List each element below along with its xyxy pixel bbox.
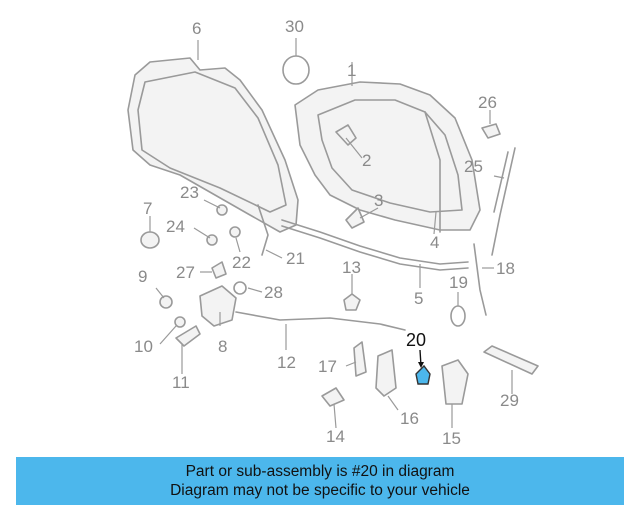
label-1: 1 xyxy=(347,61,356,80)
label-19: 19 xyxy=(449,273,468,292)
part-25-strut xyxy=(491,147,516,256)
part-20-highlighted xyxy=(415,364,431,385)
part-6-insulator xyxy=(127,57,299,233)
part-21-rod xyxy=(257,204,269,256)
part-7-bumper xyxy=(140,231,160,249)
part-9-bolt xyxy=(159,295,173,309)
label-22: 22 xyxy=(232,253,251,272)
parts-diagram: 6 30 1 26 2 25 23 3 7 24 4 22 21 13 18 9… xyxy=(127,17,539,448)
label-14: 14 xyxy=(326,427,345,446)
part-19-grommet xyxy=(450,305,466,327)
part-5-seal xyxy=(281,219,469,265)
part-26-clip xyxy=(481,123,501,139)
banner-line-1: Part or sub-assembly is #20 in diagram xyxy=(185,463,455,480)
part-2-bumper xyxy=(335,124,357,146)
part-30-ring xyxy=(282,55,310,85)
part-10-bolt xyxy=(174,316,186,328)
part-29-molding xyxy=(483,345,539,375)
label-2: 2 xyxy=(362,151,371,170)
part-13-bumper xyxy=(343,293,361,311)
part-20-arrowhead xyxy=(418,362,424,368)
part-23-bolt xyxy=(216,204,228,216)
part-22-bolt xyxy=(229,226,241,238)
label-27: 27 xyxy=(176,263,195,282)
leader-lines xyxy=(149,38,513,429)
label-10: 10 xyxy=(134,337,153,356)
part-27-clip xyxy=(211,261,227,279)
part-15-striker xyxy=(441,359,469,405)
label-21: 21 xyxy=(286,249,305,268)
label-16: 16 xyxy=(400,409,419,428)
label-4: 4 xyxy=(430,233,439,252)
part-8-latch xyxy=(199,285,237,327)
part-14-bracket xyxy=(321,387,345,407)
label-11: 11 xyxy=(172,373,190,392)
label-28: 28 xyxy=(264,283,283,302)
label-8: 8 xyxy=(218,337,227,356)
label-7: 7 xyxy=(143,199,152,218)
label-3: 3 xyxy=(374,191,383,210)
label-12: 12 xyxy=(277,353,296,372)
label-6: 6 xyxy=(192,19,201,38)
part-12-cable xyxy=(235,311,406,331)
label-5: 5 xyxy=(414,289,423,308)
label-23: 23 xyxy=(180,183,199,202)
part-labels: 6 30 1 26 2 25 23 3 7 24 4 22 21 13 18 9… xyxy=(134,17,519,448)
label-15: 15 xyxy=(442,429,461,448)
part-18-rod xyxy=(473,243,487,316)
label-20: 20 xyxy=(406,330,426,350)
part-17-bracket xyxy=(353,341,367,377)
part-16-latch xyxy=(375,349,397,397)
banner-line-2: Diagram may not be specific to your vehi… xyxy=(170,482,470,499)
part-11-handle xyxy=(175,325,201,347)
label-30: 30 xyxy=(285,17,304,36)
label-17: 17 xyxy=(318,357,337,376)
label-18: 18 xyxy=(496,259,515,278)
label-25: 25 xyxy=(464,157,483,176)
part-3-bumper xyxy=(345,207,365,229)
label-13: 13 xyxy=(342,258,361,277)
label-26: 26 xyxy=(478,93,497,112)
label-29: 29 xyxy=(500,391,519,410)
label-9: 9 xyxy=(138,267,147,286)
part-28-washer xyxy=(233,281,247,295)
part-1-hood xyxy=(294,81,481,233)
info-banner: Part or sub-assembly is #20 in diagram D… xyxy=(16,457,624,505)
label-24: 24 xyxy=(166,217,185,236)
